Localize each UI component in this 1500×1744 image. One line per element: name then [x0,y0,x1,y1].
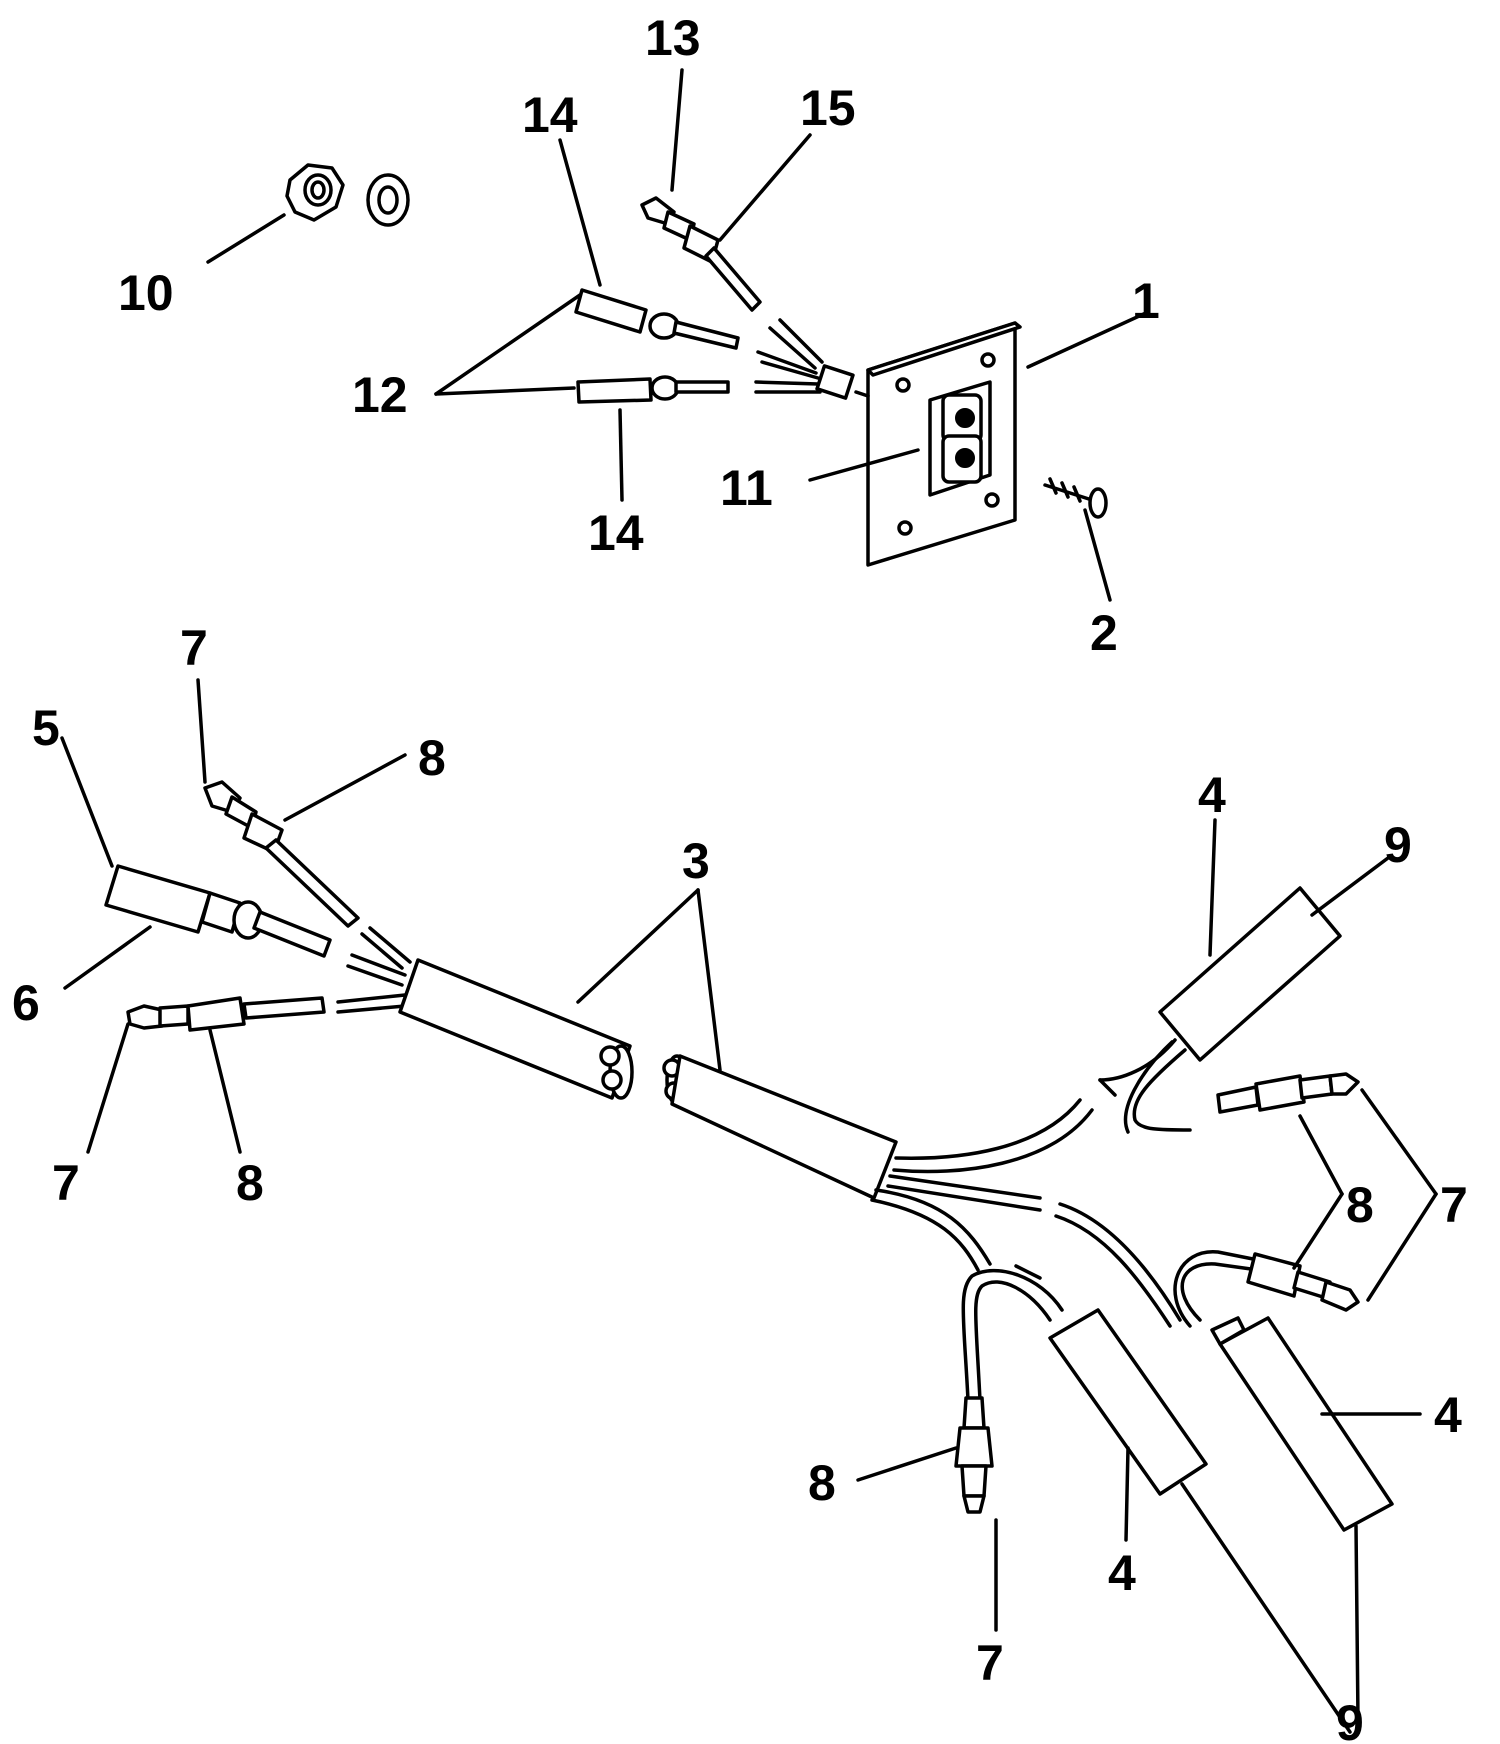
callout-14-lower: 14 [588,505,644,561]
female-sleeve-lower-right [1210,1316,1394,1532]
terminal-sleeve-lower [576,375,730,404]
mounting-screw [1043,477,1108,519]
callout-7-bottom: 7 [976,1635,1004,1691]
callout-7-top-left: 7 [180,620,208,676]
bullet-connector-top [640,196,762,312]
callouts: 10 13 15 14 12 14 1 11 2 7 8 5 6 7 8 3 4… [12,10,1468,1744]
callout-8-right: 8 [1346,1177,1374,1233]
callout-4-bottom: 4 [1108,1545,1136,1601]
bullet-connector-right-upper [1216,1072,1360,1114]
callout-7-bottom-left: 7 [52,1155,80,1211]
bullet-connector-upper-left [203,780,360,928]
callout-3: 3 [682,833,710,889]
callout-15: 15 [800,80,856,136]
main-harness-left [398,958,634,1100]
harness-left-wire-stubs [336,926,412,1014]
callout-5: 5 [32,700,60,756]
callout-8-top-left: 8 [418,730,446,786]
callout-14-upper: 14 [522,87,578,143]
callout-9-bottom: 9 [1336,1695,1364,1744]
washer [366,173,410,227]
harness-right-breakout-wires [870,1098,1182,1328]
callout-11: 11 [720,460,773,516]
switch-pigtail [754,318,870,400]
bullet-connector-lower-left [126,996,326,1032]
female-sleeve-upper-right [1098,886,1342,1134]
callout-9-top-right: 9 [1384,817,1412,873]
callout-4-lower-right: 4 [1434,1387,1462,1443]
callout-12: 12 [352,367,408,423]
callout-7-right: 7 [1440,1177,1468,1233]
female-sleeve-middle [961,1264,1208,1496]
callout-8-bottom: 8 [808,1455,836,1511]
callout-4-top-right: 4 [1198,767,1226,823]
main-harness-right [662,1054,898,1200]
bullet-connector-right-lower [1173,1250,1360,1328]
callout-10: 10 [118,265,174,321]
callout-13: 13 [645,10,701,66]
leader-lines [60,68,1438,1734]
callout-6: 6 [12,975,40,1031]
bullet-connector-bottom [954,1396,994,1514]
rocker-switch [928,380,992,497]
callout-8-bottom-left: 8 [236,1155,264,1211]
callout-1: 1 [1132,273,1160,329]
hex-nut [285,163,345,222]
callout-2: 2 [1090,605,1118,661]
terminal-sleeve-upper [574,288,740,350]
female-connector-sleeve [104,864,332,958]
